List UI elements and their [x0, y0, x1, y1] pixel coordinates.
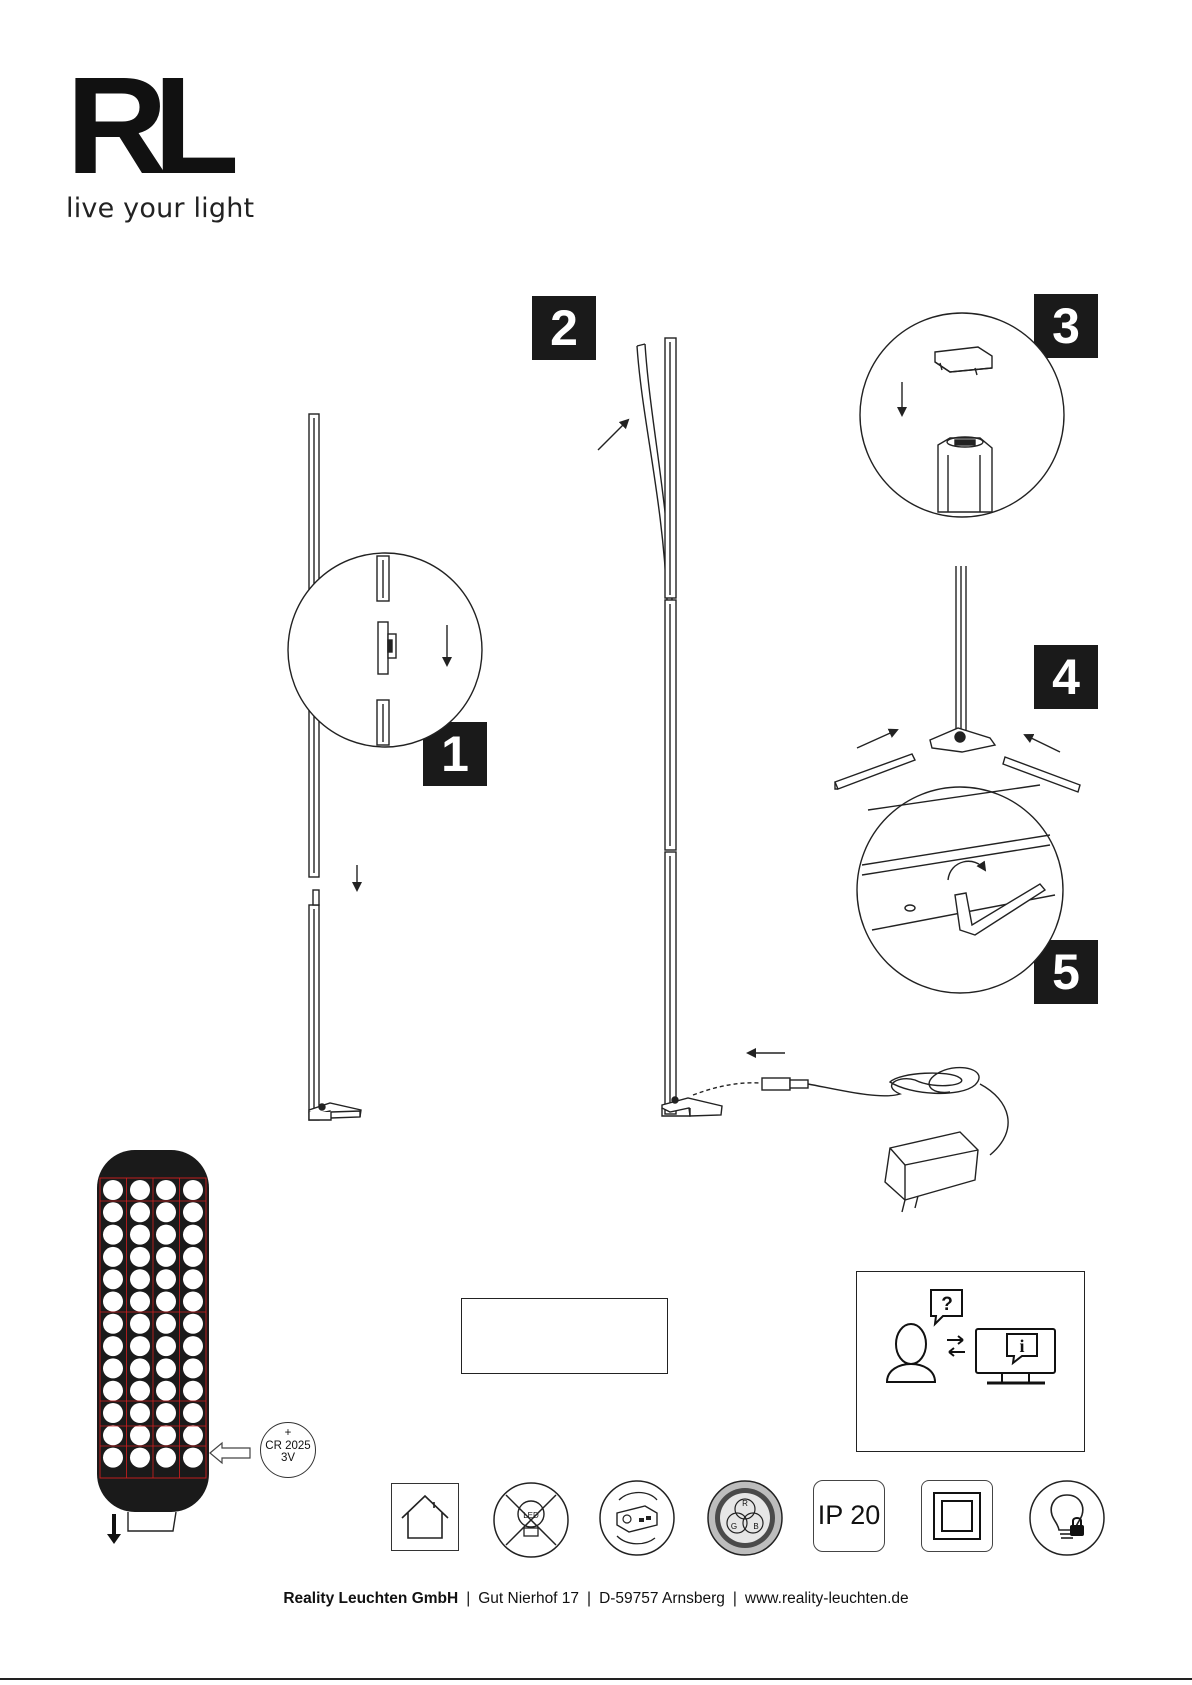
- battery-type: CR 2025: [261, 1440, 315, 1453]
- rgb-color-icon: R G B: [705, 1478, 785, 1558]
- ip-rating-text: IP 20: [818, 1500, 881, 1530]
- remote-button: [130, 1247, 150, 1267]
- footer-company: Reality Leuchten GmbH: [283, 1590, 458, 1607]
- step1-pole: [309, 414, 361, 1120]
- remote-button: [156, 1314, 176, 1334]
- battery-label: + CR 2025 3V: [260, 1422, 316, 1478]
- assembly-illustration: [0, 0, 1192, 1240]
- footer-separator: |: [466, 1590, 470, 1607]
- remote-button: [183, 1448, 203, 1468]
- remote-button: [156, 1202, 176, 1222]
- remote-button: [183, 1314, 203, 1334]
- remote-button: [183, 1269, 203, 1289]
- remote-control-icon: [597, 1478, 677, 1558]
- remote-button: [130, 1336, 150, 1356]
- remote-button: [103, 1425, 123, 1445]
- remote-button: [183, 1180, 203, 1200]
- remote-button: [103, 1202, 123, 1222]
- step5-detail-circle: [857, 785, 1063, 993]
- remote-control: [88, 1146, 268, 1546]
- remote-button: [183, 1247, 203, 1267]
- remote-button: [156, 1247, 176, 1267]
- footer-street: Gut Nierhof 17: [478, 1590, 579, 1607]
- step1-detail-circle: [288, 553, 482, 747]
- remote-button: [183, 1202, 203, 1222]
- svg-text:G: G: [731, 1522, 737, 1531]
- footer-city: D-59757 Arnsberg: [599, 1590, 725, 1607]
- remote-button: [130, 1358, 150, 1378]
- footer-separator: |: [733, 1590, 737, 1607]
- remote-button: [130, 1269, 150, 1289]
- remote-button: [103, 1292, 123, 1312]
- ip-rating-badge: IP 20: [813, 1480, 885, 1552]
- svg-text:i: i: [1019, 1336, 1024, 1356]
- remote-button: [183, 1425, 203, 1445]
- power-adapter: [693, 1053, 1008, 1212]
- bulb-lock-icon: [1027, 1478, 1107, 1558]
- remote-button: [156, 1403, 176, 1423]
- remote-button: [130, 1292, 150, 1312]
- remote-button: [103, 1381, 123, 1401]
- indoor-use-icon: [391, 1483, 459, 1551]
- remote-button: [130, 1314, 150, 1334]
- remote-button: [130, 1180, 150, 1200]
- remote-button: [156, 1269, 176, 1289]
- remote-button: [183, 1336, 203, 1356]
- footer-address: Reality Leuchten GmbH | Gut Nierhof 17 | D-5…: [0, 1590, 1192, 1608]
- battery-voltage: 3V: [261, 1452, 315, 1465]
- protection-class-ii-icon: [921, 1480, 993, 1552]
- step3-detail-circle: [860, 313, 1064, 517]
- step2-pole: [598, 338, 722, 1116]
- remote-button: [183, 1358, 203, 1378]
- remote-button: [130, 1403, 150, 1423]
- remote-button: [183, 1225, 203, 1245]
- remote-button: [130, 1225, 150, 1245]
- remote-button: [156, 1225, 176, 1245]
- remote-button: [183, 1403, 203, 1423]
- remote-button: [156, 1336, 176, 1356]
- remote-button: [183, 1381, 203, 1401]
- info-box: ? i: [856, 1271, 1085, 1452]
- remote-button: [103, 1448, 123, 1468]
- remote-button: [183, 1292, 203, 1312]
- page-bottom-rule: [0, 1678, 1192, 1680]
- remote-button: [130, 1425, 150, 1445]
- blank-label-box: [461, 1298, 668, 1374]
- svg-text:B: B: [753, 1522, 758, 1531]
- remote-button: [130, 1448, 150, 1468]
- svg-text:?: ?: [941, 1294, 953, 1315]
- user-info-screen-icon: ? i: [857, 1286, 1086, 1406]
- remote-button: [156, 1180, 176, 1200]
- remote-button: [103, 1336, 123, 1356]
- battery-polarity: +: [261, 1427, 315, 1440]
- remote-button: [103, 1314, 123, 1334]
- remote-button: [103, 1269, 123, 1289]
- step4-base: [835, 566, 1080, 792]
- remote-button: [130, 1202, 150, 1222]
- svg-text:R: R: [742, 1499, 748, 1508]
- remote-button: [156, 1292, 176, 1312]
- remote-button: [156, 1381, 176, 1401]
- remote-button: [103, 1247, 123, 1267]
- remote-button: [103, 1403, 123, 1423]
- footer-website[interactable]: www.reality-leuchten.de: [745, 1590, 909, 1607]
- battery-pointer-arrow: [208, 1440, 258, 1466]
- remote-button: [103, 1225, 123, 1245]
- remote-button: [156, 1358, 176, 1378]
- led-crossed-icon: LED: [491, 1480, 571, 1560]
- footer-separator: |: [587, 1590, 591, 1607]
- remote-button: [130, 1381, 150, 1401]
- remote-button: [103, 1358, 123, 1378]
- remote-button: [156, 1425, 176, 1445]
- remote-button: [156, 1448, 176, 1468]
- remote-button: [103, 1180, 123, 1200]
